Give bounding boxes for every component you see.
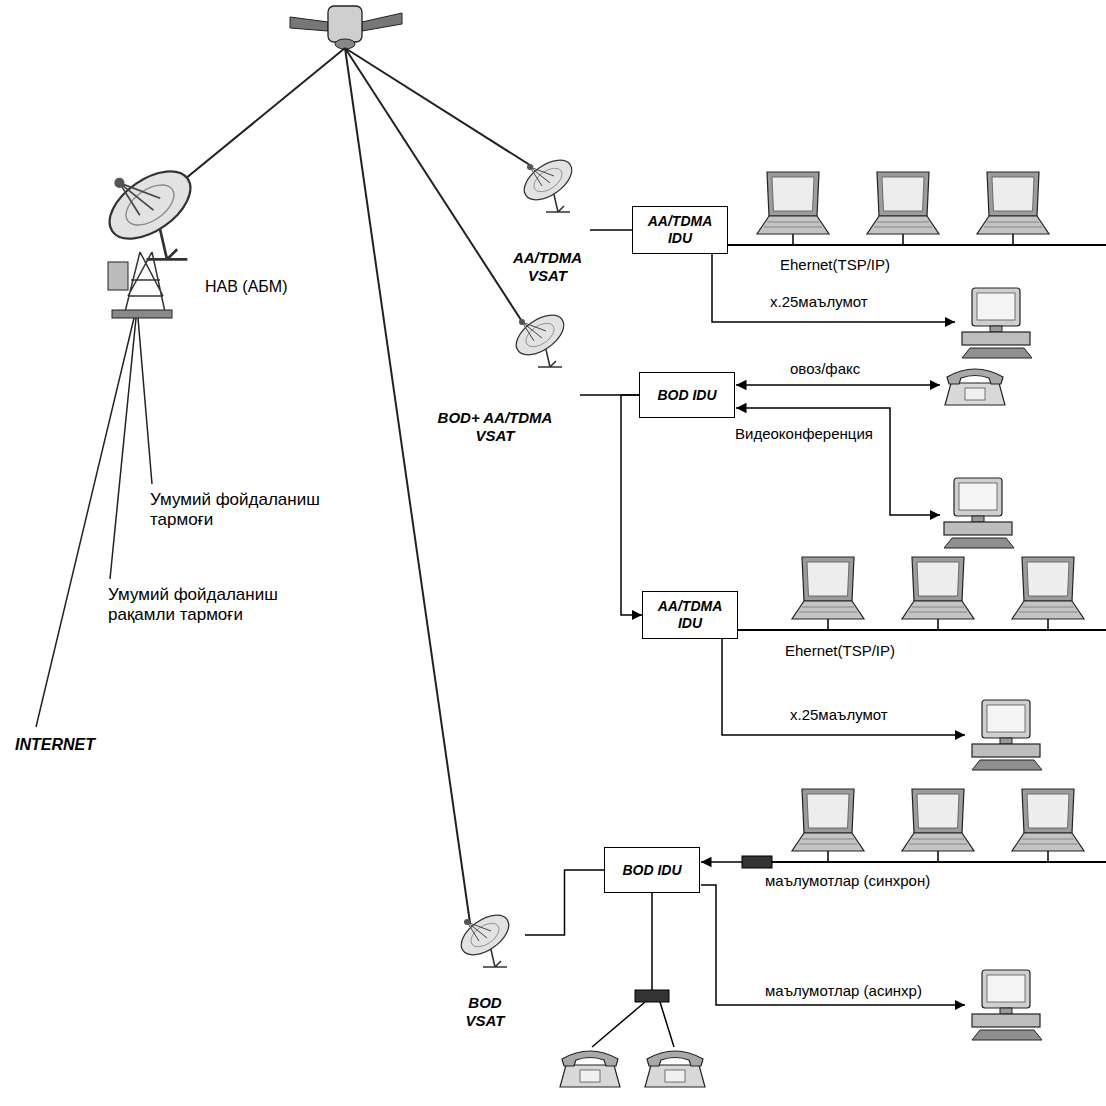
satellite-antenna (335, 39, 355, 49)
vsat-dish (509, 307, 570, 367)
vsat-dish (517, 152, 578, 212)
hub-dish (98, 158, 202, 260)
async-wire (701, 885, 965, 1005)
laptop (792, 557, 864, 630)
annotation-label: Ehernet(TSP/IP) (785, 642, 895, 660)
modem (635, 990, 669, 1002)
antenna-label: BOD+ AA/TDMA VSAT (430, 409, 560, 445)
annotation-label: x.25маълумот (770, 293, 868, 311)
ethernet-bus (728, 244, 1106, 246)
laptop (792, 789, 864, 862)
telephone (945, 369, 1005, 405)
solar-panel (290, 17, 328, 31)
satellite-link (174, 48, 533, 923)
link-line (590, 229, 632, 231)
annotation-label: Ehernet(TSP/IP) (780, 256, 890, 274)
box-label: AA/TDMA IDU (654, 598, 726, 632)
annotation-label: овоз/факс (790, 360, 860, 378)
link-line (621, 395, 642, 615)
laptop (1012, 789, 1084, 862)
ethernet-bus (738, 629, 1106, 631)
idu-box: BOD IDU (639, 372, 735, 418)
video-wire (736, 408, 940, 515)
sync-wire (701, 861, 742, 863)
voice-wire (736, 384, 940, 386)
telephone (560, 1051, 620, 1087)
link-line (525, 870, 604, 935)
antenna-base (112, 310, 172, 318)
equipment-box (108, 262, 128, 290)
laptop (977, 172, 1049, 245)
vsat-antenna: BOD+ AA/TDMA VSAT (410, 300, 580, 445)
annotation-label: маълумотлар (синхрон) (765, 872, 930, 890)
antenna-tower (125, 252, 165, 312)
vsat-dish (454, 907, 515, 967)
vsat-antenna: AA/TDMA VSAT (505, 140, 590, 285)
laptop (867, 172, 939, 245)
data-bus (772, 861, 1106, 863)
vsat-antenna: BOD VSAT (445, 900, 525, 1030)
phone-wire (592, 893, 674, 1047)
annotation-label: INTERNET (15, 735, 95, 754)
box-label: AA/TDMA IDU (644, 213, 716, 247)
satellite-body (328, 6, 362, 42)
telephone (645, 1051, 705, 1087)
idu-box: AA/TDMA IDU (642, 591, 738, 639)
network-link (36, 318, 152, 727)
solar-panel (362, 13, 402, 31)
laptop (1012, 557, 1084, 630)
box-label: BOD IDU (622, 862, 681, 879)
satellite (290, 6, 402, 49)
laptop (902, 789, 974, 862)
station-label: НАВ (АБМ) (205, 278, 288, 296)
antenna-label: AA/TDMA VSAT (508, 249, 588, 285)
idu-box: BOD IDU (604, 847, 700, 893)
annotation-label: Умумий фойдаланиш тармоғи (150, 490, 330, 531)
x25-wire (712, 253, 955, 322)
idu-box: AA/TDMA IDU (632, 206, 728, 254)
desktop-computer (944, 478, 1014, 548)
annotation-label: Видеоконференция (735, 425, 873, 443)
antenna-label: BOD VSAT (460, 994, 510, 1030)
x25-wire (722, 638, 965, 735)
desktop-computer (972, 700, 1042, 770)
annotation-label: x.25маълумот (790, 706, 888, 724)
desktop-computer (962, 288, 1032, 358)
annotation-label: маълумотлар (асинхр) (765, 982, 922, 1000)
annotation-label: Умумий фойдаланиш рақамли тармоғи (108, 585, 288, 626)
box-label: BOD IDU (657, 387, 716, 404)
hub-antenna (98, 158, 202, 318)
modem (742, 856, 772, 868)
laptop (757, 172, 829, 245)
desktop-computer (972, 970, 1042, 1040)
hub-station: НАВ (АБМ) (205, 278, 288, 296)
laptop (902, 557, 974, 630)
